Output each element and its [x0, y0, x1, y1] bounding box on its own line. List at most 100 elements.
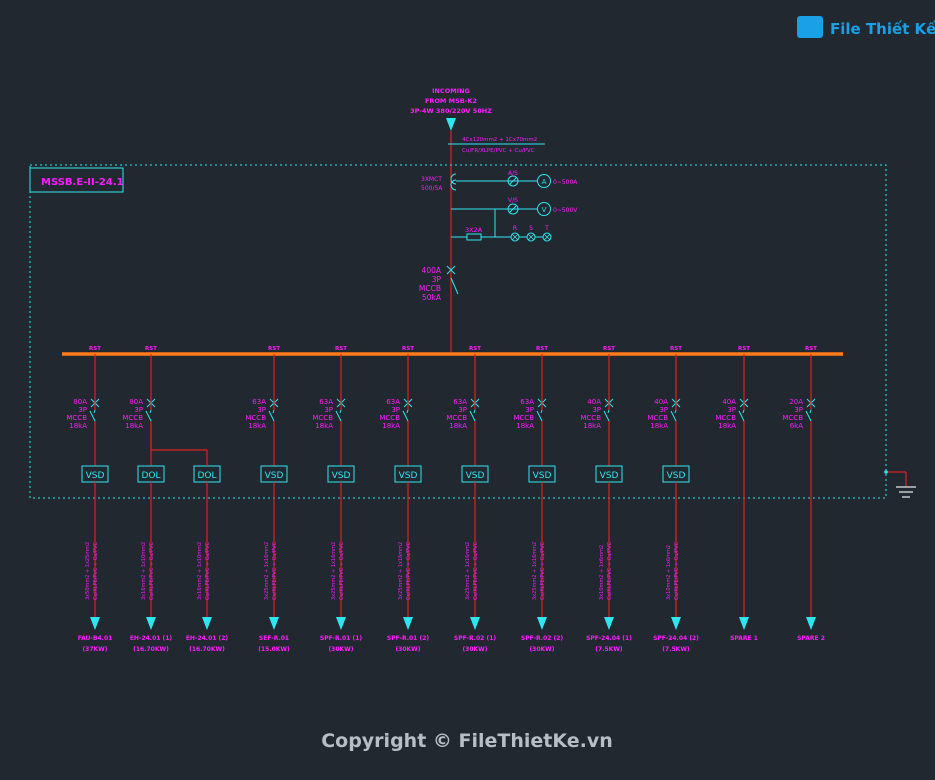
- feeder-arrow-icon: [604, 617, 614, 630]
- cable-spec: Cu/XLPE/PVC + Cu/PVC: [473, 542, 479, 600]
- breaker-rating: 63A: [319, 398, 333, 406]
- starter-label: VSD: [667, 471, 686, 481]
- breaker-rating: 63A: [453, 398, 467, 406]
- feeder-arrow-icon: [146, 617, 156, 630]
- starter-label: VSD: [600, 471, 619, 481]
- cable-spec: 3x10mm2 + 1x6mm2: [666, 545, 672, 600]
- ammeter-icon: [537, 174, 551, 188]
- feeder-arrow-icon: [336, 617, 346, 630]
- panel-name: MSSB.E-II-24.1: [41, 177, 124, 188]
- ct-label-1: 3XMCT: [421, 176, 442, 183]
- metering-section: 3XMCT 500/5A A/S A 0~500A V/S V 0~500V 3…: [421, 170, 578, 242]
- feeder-arrow-icon: [806, 617, 816, 630]
- logo-badge-icon: [797, 16, 823, 38]
- load-power: (37KW): [82, 646, 107, 653]
- breaker-rating: 63A: [252, 398, 266, 406]
- phase-label: RST: [268, 346, 280, 352]
- load-power: (30KW): [328, 646, 353, 653]
- phase-label: RST: [805, 346, 817, 352]
- cable-spec: Cu/XLPE/PVC + Cu/PVC: [674, 542, 680, 600]
- load-power: (30KW): [395, 646, 420, 653]
- incoming-cable-2: Cu/FR/XLPE/PVC + Cu/PVC: [462, 148, 535, 154]
- voltmeter-range: 0~500V: [553, 207, 578, 214]
- starter-label: VSD: [533, 471, 552, 481]
- breaker-contact: [89, 410, 96, 422]
- load-name: SPF-R.02 (2): [521, 635, 563, 642]
- incoming-line3: 3P-4W 380/220V 50HZ: [410, 107, 492, 115]
- cable-spec: 3x16mm2 + 1x10mm2: [141, 542, 147, 600]
- voltmeter-symbol: V: [542, 206, 547, 214]
- load-power: (7.5KW): [595, 646, 623, 653]
- ammeter-range: 0~500A: [553, 179, 578, 186]
- cable-spec: 3x10mm2 + 1x6mm2: [599, 545, 605, 600]
- current-transformer-icon: [450, 173, 457, 191]
- breaker-ka: 18kA: [516, 422, 534, 430]
- indicator-lamp-icon: [510, 232, 552, 242]
- load-name: SPF-R.01 (1): [320, 635, 362, 642]
- cable-spec: Cu/XLPE/PVC + Cu/PVC: [540, 542, 546, 600]
- breaker-poles: 3P: [592, 406, 601, 414]
- breaker-type: MCCB: [122, 414, 143, 422]
- fuse-label: 3X2A: [465, 226, 483, 234]
- lamp-label-s: S: [529, 225, 533, 232]
- starter-label: VSD: [466, 471, 485, 481]
- phase-label: RST: [89, 346, 101, 352]
- breaker-type: MCCB: [245, 414, 266, 422]
- breaker-type: MCCB: [312, 414, 333, 422]
- breaker-poles: 3P: [794, 406, 803, 414]
- cable-spec: Cu/XLPE/PVC + Cu/PVC: [607, 542, 613, 600]
- ammeter-switch-label: A/S: [508, 170, 518, 177]
- voltmeter-switch-icon: [507, 203, 519, 215]
- breaker-type: MCCB: [715, 414, 736, 422]
- cable-spec: Cu/XLPE/PVC + Cu/PVC: [205, 542, 211, 600]
- breaker-contact: [738, 410, 745, 422]
- breaker-ka: 18kA: [583, 422, 601, 430]
- breaker-ka: 18kA: [125, 422, 143, 430]
- earth-icon: [896, 486, 916, 498]
- breaker-poles: 3P: [78, 406, 87, 414]
- breaker-ka: 18kA: [69, 422, 87, 430]
- starter-label: VSD: [86, 471, 105, 481]
- cable-spec: Cu/XLPE/PVC + Cu/PVC: [406, 542, 412, 600]
- load-name: SPARE 2: [797, 635, 825, 642]
- cable-spec: 3x50mm2 + 1x25mm2: [85, 542, 91, 600]
- breaker-poles: 3P: [134, 406, 143, 414]
- phase-label: RST: [670, 346, 682, 352]
- phase-label: RST: [145, 346, 157, 352]
- breaker-contact: [268, 410, 275, 422]
- logo-text: File Thiết Kế .vn: [830, 19, 935, 38]
- incoming-line2: FROM MSB-K2: [425, 97, 477, 105]
- incoming-section: INCOMING FROM MSB-K2 3P-4W 380/220V 50HZ…: [410, 87, 545, 352]
- fuse-icon: [466, 233, 482, 241]
- starter-label: VSD: [265, 471, 284, 481]
- load-name: SPARE 1: [730, 635, 758, 642]
- lamp-label-t: T: [544, 225, 549, 232]
- breaker-type: MCCB: [379, 414, 400, 422]
- cable-spec: 3x16mm2 + 1x10mm2: [197, 542, 203, 600]
- breaker-rating: 63A: [386, 398, 400, 406]
- load-name: SPF-24.04 (1): [586, 635, 632, 642]
- breaker-contact: [805, 410, 812, 422]
- panel-name-box: [29, 167, 124, 193]
- main-breaker-type: MCCB: [419, 284, 441, 293]
- incoming-line1: INCOMING: [432, 87, 470, 95]
- cable-spec: 3x25mm2 + 1x16mm2: [264, 542, 270, 600]
- feeder-arrow-icon: [403, 617, 413, 630]
- copyright-watermark: Copyright © FileThietKe.vn: [321, 730, 613, 752]
- cable-spec: 3x25mm2 + 1x16mm2: [532, 542, 538, 600]
- breaker-rating: 20A: [789, 398, 803, 406]
- main-breaker-poles: 3P: [432, 275, 442, 284]
- breaker-poles: 3P: [525, 406, 534, 414]
- load-name: EH-24.01 (2): [186, 635, 229, 642]
- cable-spec: 3x25mm2 + 1x16mm2: [331, 542, 337, 600]
- feeder-arrow-icon: [537, 617, 547, 630]
